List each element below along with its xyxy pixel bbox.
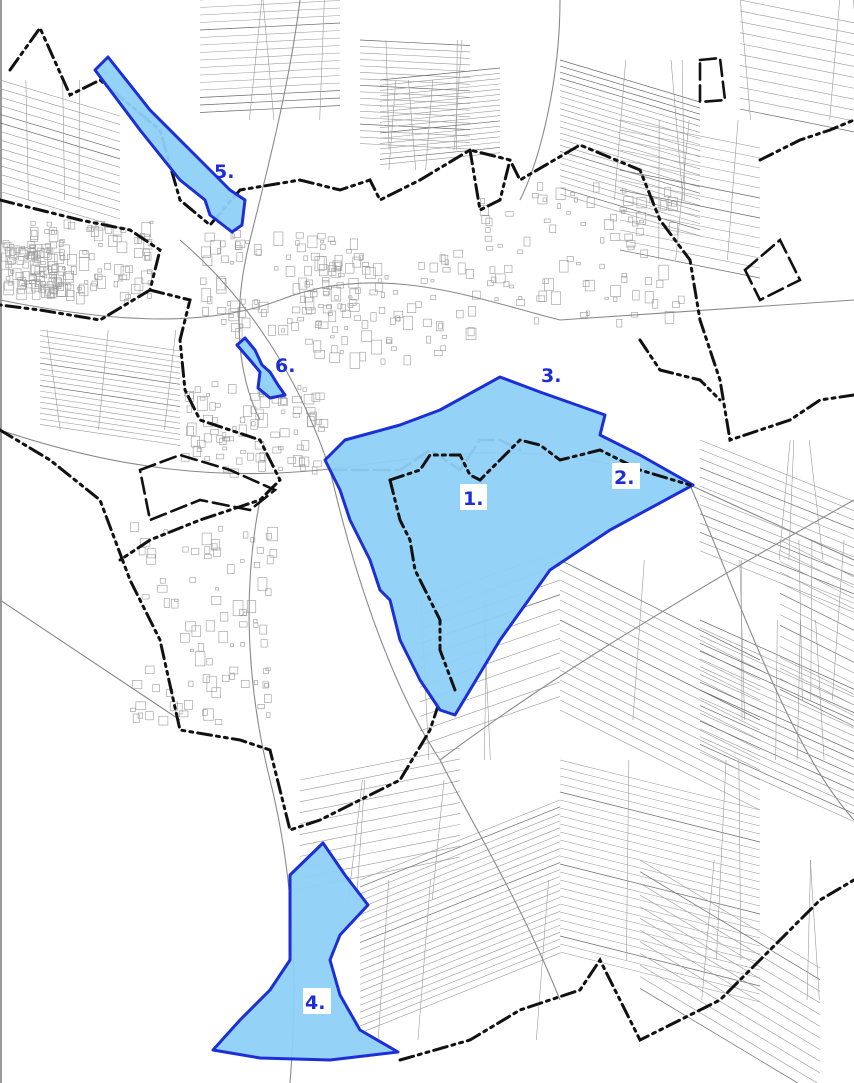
zone-labels: 1. 2. 3. 4. 5. 6.	[214, 161, 640, 1014]
subzone-outlines	[388, 438, 692, 692]
zone-label-1-text: 1.	[463, 488, 483, 510]
zone-label-6[interactable]: 6.	[275, 355, 295, 377]
zone-5-area[interactable]	[93, 55, 247, 234]
zone-label-2-bg	[612, 463, 640, 489]
zone-label-6-text: 6.	[275, 355, 295, 377]
zone-label-4-bg	[303, 988, 331, 1014]
zone-label-1[interactable]: 1.	[460, 484, 487, 510]
zone-label-4[interactable]: 4.	[303, 988, 331, 1014]
zone-label-2-text: 2.	[614, 467, 634, 489]
zone-label-3-text: 3.	[541, 365, 561, 387]
zone-label-2[interactable]: 2.	[612, 463, 640, 489]
zone-3-area[interactable]	[323, 375, 695, 717]
zone-4-area[interactable]	[211, 841, 400, 1062]
zone-label-3[interactable]: 3.	[541, 365, 561, 387]
zone-label-4-text: 4.	[305, 992, 325, 1014]
zone-6-area[interactable]	[235, 336, 287, 400]
zone-label-1-bg	[460, 484, 487, 510]
zone-label-5[interactable]: 5.	[214, 161, 234, 183]
highlighted-zones[interactable]	[93, 55, 695, 1062]
zone-label-5-text: 5.	[214, 161, 234, 183]
